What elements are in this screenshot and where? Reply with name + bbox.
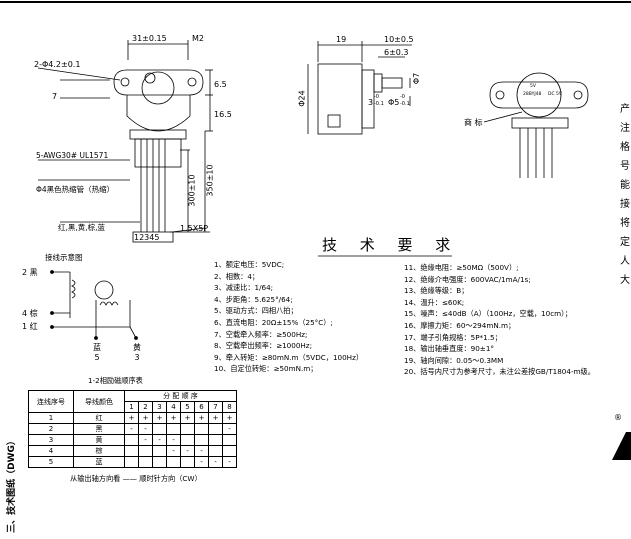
step-header: 4	[166, 401, 181, 413]
table-row: 3 黄 - - -	[28, 434, 237, 446]
req-item: 18、输出轴垂直度：90±1°	[404, 344, 494, 354]
dim-6-5: 6.5	[214, 80, 227, 89]
table-row: 5 蓝 - - -	[28, 456, 237, 468]
wire-colors: 红,黑,黄,棕,蓝	[58, 223, 106, 232]
dim-d24: Φ24	[297, 90, 307, 107]
req-item: 11、绝缘电阻：≥50MΩ（500V）;	[404, 263, 519, 272]
req-item: 1、额定电压：5VDC;	[214, 260, 285, 269]
req-item: 8、空载牵出频率：≥1000Hz;	[214, 341, 312, 351]
table-row: 2 黑 - - -	[28, 423, 237, 435]
requirements-right: 11、绝缘电阻：≥50MΩ（500V）; 12、绝缘介电强度：600VAC/1m…	[404, 262, 595, 378]
dim-d7: Φ7	[412, 72, 422, 85]
req-item: 13、绝缘等级：B；	[404, 286, 469, 296]
wire-label-2: 2 黑	[22, 268, 38, 277]
len-300: 300±10	[187, 174, 197, 207]
req-item: 16、摩擦力矩：60～294mN.m；	[404, 320, 516, 330]
dim-hole: 2-Φ4.2±0.1	[34, 60, 81, 69]
dim-d5-tol-up: -0	[400, 94, 405, 100]
seq-caption: 从输出轴方向看 —— 顺时针方向（CW）	[70, 474, 202, 483]
table-row: 4 棕 - - -	[28, 445, 237, 457]
section-title: 技 术 要 求	[322, 236, 460, 254]
brand-label: 商 标	[464, 118, 483, 127]
side-section-label: 三、技术图纸（DWG）	[6, 436, 17, 533]
seq-table-title: 1-2相励磁顺序表	[88, 376, 143, 385]
dim-6: 6±0.3	[384, 48, 409, 57]
step-header: 1	[124, 401, 139, 413]
cable-spec: 5-AWG30# UL1571	[36, 151, 109, 160]
wiring-title: 接线示意图	[45, 253, 83, 262]
plate-code: DC 5V	[548, 92, 562, 97]
dim-3-tol-dn: -0.1	[374, 101, 384, 107]
req-item: 9、牵入转矩：≥80mN.m（5VDC，100Hz）	[214, 352, 364, 362]
step-header: 2	[138, 401, 153, 413]
req-item: 3、减速比：1/64;	[214, 283, 274, 293]
dim-3-tol-up: -0	[374, 94, 379, 100]
req-item: 17、端子引角规格：5P*1.5；	[404, 332, 502, 342]
req-item: 12、绝缘介电强度：600VAC/1mA/1s;	[404, 274, 531, 284]
wire-label-5: 蓝 5	[93, 343, 101, 362]
dim-19: 19	[336, 35, 347, 44]
len-350: 350±10	[205, 164, 215, 197]
header-color: 导线颜色	[73, 390, 125, 413]
wire-label-3: 黄 3	[133, 343, 141, 362]
logo-fragment	[612, 432, 631, 460]
dim-width: 31±0.15	[132, 34, 167, 43]
header-seq: 分 配 顺 序	[124, 390, 237, 402]
right-text-fragments: 产 注 格 号 能 接 将 定 人 大	[620, 104, 630, 286]
front-view	[37, 40, 213, 243]
req-item: 19、轴向间隙：0.05～0.3MM	[404, 355, 504, 365]
sequence-table: 连线序号 导线颜色 分 配 顺 序 1 2 3 4 5 6 7 8 1 红 + …	[28, 390, 237, 468]
side-view	[307, 41, 412, 135]
connector-spec: 1.5X5P	[180, 224, 209, 233]
registered-mark: ®	[614, 413, 622, 422]
plate-model: 28BYJ48	[523, 92, 542, 97]
step-header: 6	[194, 401, 209, 413]
dim-3: 3	[368, 98, 374, 107]
dim-m2: M2	[192, 34, 204, 43]
requirements-left: 1、额定电压：5VDC; 2、相数：4； 3、减速比：1/64; 4、步距角：5…	[214, 259, 363, 375]
dim-10: 10±0.5	[384, 35, 414, 44]
req-item: 20、括号内尺寸为参考尺寸，未注公差按GB/T1804-m级。	[404, 367, 595, 377]
req-item: 15、噪声：≤40dB（A）（100Hz，空载，10cm）；	[404, 309, 572, 319]
req-item: 14、温升：≤60K;	[404, 297, 465, 307]
step-header: 3	[152, 401, 167, 413]
req-item: 6、直流电阻：20Ω±15%（25°C）;	[214, 317, 333, 327]
step-header: 5	[180, 401, 195, 413]
connector-pins: 12345	[134, 233, 160, 242]
sleeve-spec: Φ4黑色热缩管（热缩）	[36, 185, 115, 194]
req-item: 4、步距角：5.625°/64;	[214, 294, 293, 304]
dim-d5-tol-dn: -0.1	[400, 101, 410, 107]
wire-label-1: 1 红	[22, 322, 38, 331]
dim-16-5: 16.5	[214, 110, 232, 119]
req-item: 7、空载牵入频率：≥500Hz;	[214, 329, 308, 339]
header-no: 连线序号	[28, 390, 74, 413]
label-view	[483, 72, 589, 178]
req-item: 10、自定位转矩：≥50mN.m；	[214, 364, 318, 374]
req-item: 2、相数：4；	[214, 271, 260, 281]
step-header: 7	[208, 401, 223, 413]
table-row: 1 红 + + + + + + + +	[28, 412, 237, 424]
wire-label-4: 4 棕	[22, 309, 38, 318]
dim-7: 7	[52, 92, 58, 101]
plate-voltage: 5V	[530, 84, 536, 89]
wiring-diagram	[50, 270, 138, 340]
dim-d5: Φ5	[388, 98, 400, 107]
req-item: 5、驱动方式：四相八拍；	[214, 306, 298, 316]
step-header: 8	[222, 401, 237, 413]
